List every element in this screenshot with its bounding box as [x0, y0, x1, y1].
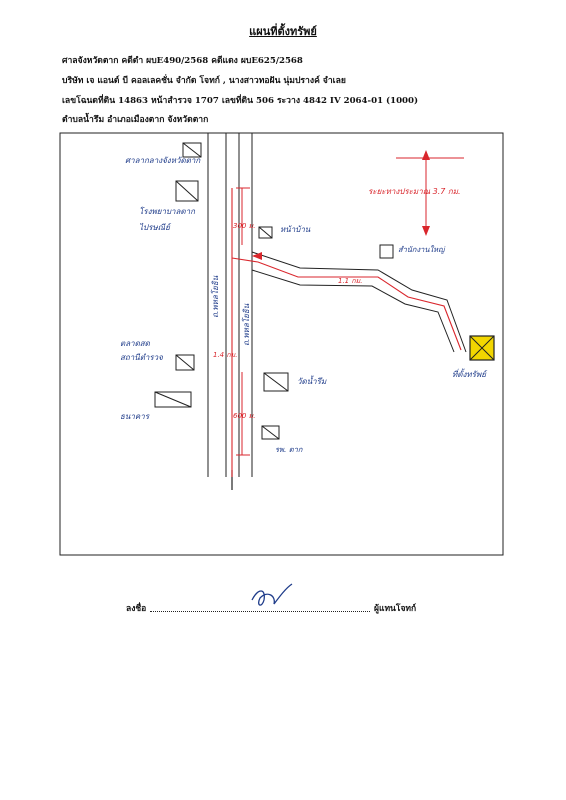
- landmark-label: ไปรษณีย์: [139, 222, 172, 232]
- distance-label: 600 ม.: [233, 412, 255, 420]
- arrow-down-icon: [422, 226, 430, 236]
- road-name-label: ถ.พหลโยธิน: [210, 275, 220, 318]
- side-road: [251, 269, 455, 353]
- map-frame: [59, 132, 504, 556]
- landmark-label: รพ. ตาก: [275, 445, 303, 454]
- landmark-label: วัดน้ำรึม: [297, 375, 327, 386]
- landmark-label: ธนาคาร: [120, 412, 151, 421]
- landmark-box-icon: [258, 226, 273, 239]
- distance-label: 1.4 กม.: [213, 351, 237, 359]
- route-line: [231, 188, 462, 477]
- distance-label: 300 ม.: [233, 222, 255, 230]
- landmark-box-icon: [175, 354, 195, 371]
- landmark-label: โรงพยาบาลตาก: [139, 206, 196, 216]
- signature-drawing: [251, 583, 293, 606]
- side-road: [251, 251, 467, 353]
- property-label: ที่ตั้งทรัพย์: [452, 368, 488, 379]
- landmark-label: ตลาดสด: [120, 339, 151, 348]
- parties-line: บริษัท เจ แอนด์ บี คอลเลคชั่น จำกัด โจทก…: [62, 76, 346, 86]
- landmark-label: สถานีตำรวจ: [120, 353, 163, 362]
- landmark-label: ศาลากลางจังหวัดตาก: [125, 156, 201, 165]
- arrow-left-icon: [252, 252, 262, 260]
- location-line: ตำบลน้ำรึม อำเภอเมืองตาก จังหวัดตาก: [62, 115, 209, 125]
- landmark-box-icon: [261, 425, 280, 440]
- distance-label: ระยะทางประมาณ 3.7 กม.: [368, 187, 461, 196]
- distance-label: 1.1 กม.: [338, 277, 362, 285]
- road-name-label: ถ.พหลโยธิน: [241, 303, 251, 346]
- landmark-box-icon: [379, 244, 394, 259]
- landmark-box-icon: [154, 391, 192, 408]
- deed-info-line: เลขโฉนดที่ดิน 14863 หน้าสำรวจ 1707 เลขที…: [62, 96, 419, 106]
- landmark-box-icon: [263, 372, 289, 392]
- landmark-box-icon: [182, 142, 202, 158]
- case-info-line: ศาลจังหวัดตาก คดีดำ ผบE490/2568 คดีแดง ผ…: [62, 56, 303, 66]
- signature-role: ผู้แทนโจทก์: [374, 604, 417, 614]
- signature-label: ลงชื่อ: [126, 604, 147, 614]
- signature-line: [150, 611, 370, 612]
- landmark-box-icon: [175, 180, 199, 202]
- property-marker-icon: [469, 335, 495, 361]
- page-title: แผนที่ตั้งทรัพย์: [249, 25, 317, 38]
- arrow-up-icon: [422, 150, 430, 160]
- landmark-label: สำนักงานใหญ่: [398, 245, 445, 254]
- landmark-label: หน้าบ้าน: [280, 225, 311, 234]
